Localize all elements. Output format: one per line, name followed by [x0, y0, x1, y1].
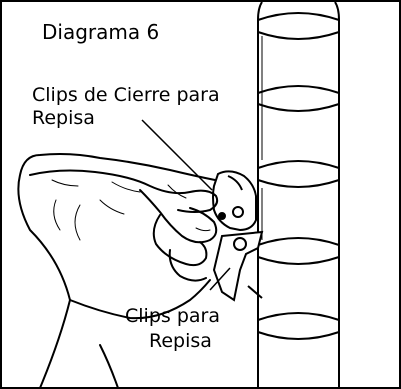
diagram-title: Diagrama 6 [42, 20, 160, 44]
shelf-clip-label-line1: Clips para [125, 305, 220, 327]
shelf-clip-icon [212, 230, 264, 302]
lock-clip-label-line2: Repisa [32, 107, 95, 129]
shelf-post-icon [257, 1, 340, 389]
shelf-lock-clip-icon [212, 170, 257, 232]
lock-clip-label-line1: Clips de Cierre para [32, 84, 220, 106]
hand-icon [17, 153, 219, 389]
leader-lines [141, 119, 231, 291]
shelf-clip-label-line2: Repisa [149, 330, 212, 352]
